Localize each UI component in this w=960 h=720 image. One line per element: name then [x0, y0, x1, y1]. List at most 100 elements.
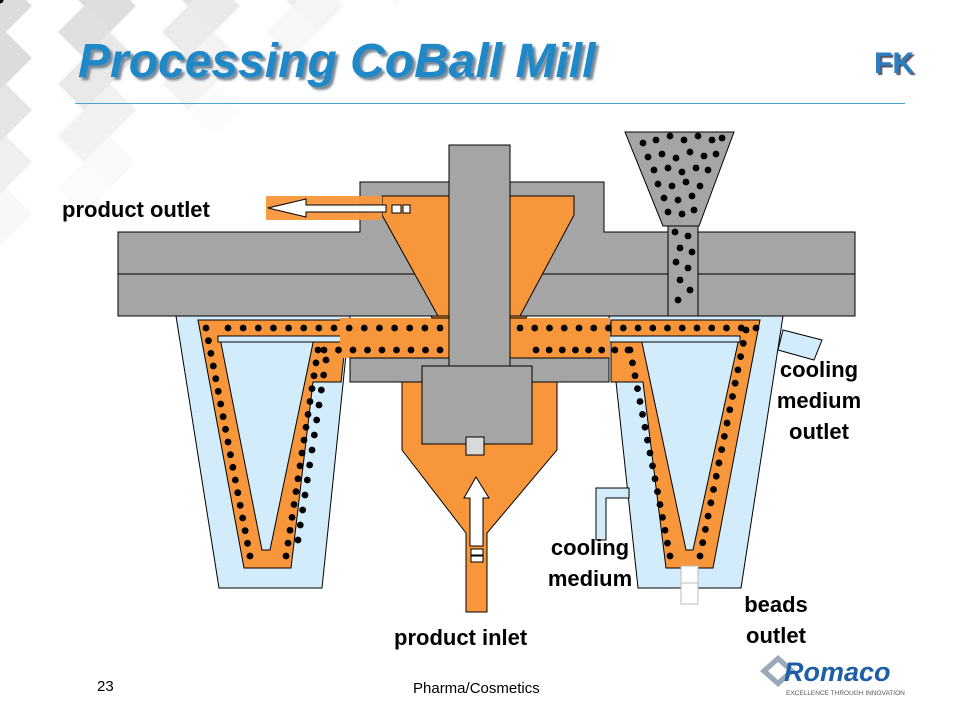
bead — [678, 324, 686, 332]
background-diamond — [78, 0, 90, 6]
bead — [639, 410, 646, 418]
bead — [335, 346, 342, 354]
bead — [676, 276, 684, 284]
background-diamond — [84, 0, 136, 32]
background-diamond — [162, 6, 214, 58]
fk-logo: FK — [874, 47, 914, 80]
bead — [676, 244, 684, 252]
bead — [304, 410, 312, 418]
bead — [306, 398, 314, 405]
label-beads-outlet: beads outlet — [744, 592, 808, 648]
bead — [310, 431, 318, 439]
romaco-brand: Romaco — [784, 657, 891, 687]
bead — [644, 153, 652, 161]
bead — [312, 359, 320, 367]
bead — [320, 346, 328, 354]
bead — [299, 506, 307, 514]
bead — [284, 539, 292, 547]
bead — [296, 462, 304, 470]
bead — [659, 513, 666, 521]
bead — [674, 196, 682, 204]
background-diamond — [84, 84, 136, 136]
bead — [678, 168, 686, 176]
bead — [712, 472, 720, 480]
bead — [636, 398, 644, 405]
bead — [285, 324, 292, 332]
background-diamond — [286, 0, 298, 6]
bead — [545, 346, 553, 354]
background-diamond — [188, 84, 240, 136]
bead — [239, 514, 247, 522]
bead — [652, 136, 660, 144]
bead — [301, 491, 309, 499]
bead — [421, 324, 429, 332]
bead — [598, 346, 606, 354]
bead — [654, 488, 661, 496]
bead — [654, 180, 662, 188]
background-diamond — [0, 182, 6, 194]
background-diamond — [188, 0, 240, 32]
bead — [707, 499, 715, 507]
bead — [710, 486, 717, 493]
bead — [729, 393, 736, 400]
romaco-logo: Romaco EXCELLENCE THROUGH INNOVATION — [760, 655, 905, 697]
bead — [664, 539, 671, 547]
bead — [684, 232, 692, 240]
bead — [718, 134, 726, 142]
bead — [656, 501, 664, 508]
bead — [422, 346, 429, 354]
bead — [393, 346, 400, 354]
bead — [661, 526, 669, 534]
bead — [300, 436, 308, 444]
bead — [300, 324, 308, 332]
bead — [739, 339, 747, 347]
bead — [219, 413, 227, 421]
beads-outlet-tube — [680, 565, 699, 605]
bead — [314, 346, 322, 354]
bead — [0, 0, 4, 4]
bead — [294, 475, 302, 483]
bead — [406, 324, 414, 332]
bead — [664, 208, 672, 216]
bead — [532, 346, 540, 354]
bead — [322, 356, 330, 364]
bead — [666, 552, 674, 560]
bead — [320, 371, 328, 379]
bead — [310, 372, 318, 380]
bead — [646, 449, 654, 457]
bead — [234, 489, 242, 497]
bead — [229, 463, 237, 471]
bead — [723, 324, 730, 332]
bead — [634, 385, 641, 393]
label-product-outlet: product outlet — [62, 197, 210, 222]
bead — [224, 324, 232, 332]
label-cooling-medium: cooling medium — [547, 535, 633, 591]
bead — [290, 501, 298, 508]
bead — [270, 324, 277, 332]
bead — [696, 552, 704, 560]
background-diamond — [0, 136, 32, 188]
bead — [308, 385, 316, 393]
bead — [664, 164, 672, 172]
bead — [330, 324, 338, 332]
bead-feed-tube — [667, 225, 699, 317]
background-diamond — [84, 136, 136, 188]
bead — [688, 248, 696, 256]
bead — [651, 475, 659, 483]
bead — [649, 462, 656, 470]
bead — [376, 324, 383, 332]
bead — [315, 324, 323, 332]
bead — [360, 324, 368, 332]
bead — [731, 379, 739, 387]
background-diamond — [0, 130, 6, 142]
bead — [737, 353, 744, 360]
bead — [254, 324, 262, 332]
background-diamond — [0, 84, 32, 136]
bead — [692, 164, 700, 172]
bead — [693, 324, 701, 332]
background-diamond — [58, 110, 110, 162]
bead — [436, 324, 444, 332]
bead — [688, 192, 696, 200]
